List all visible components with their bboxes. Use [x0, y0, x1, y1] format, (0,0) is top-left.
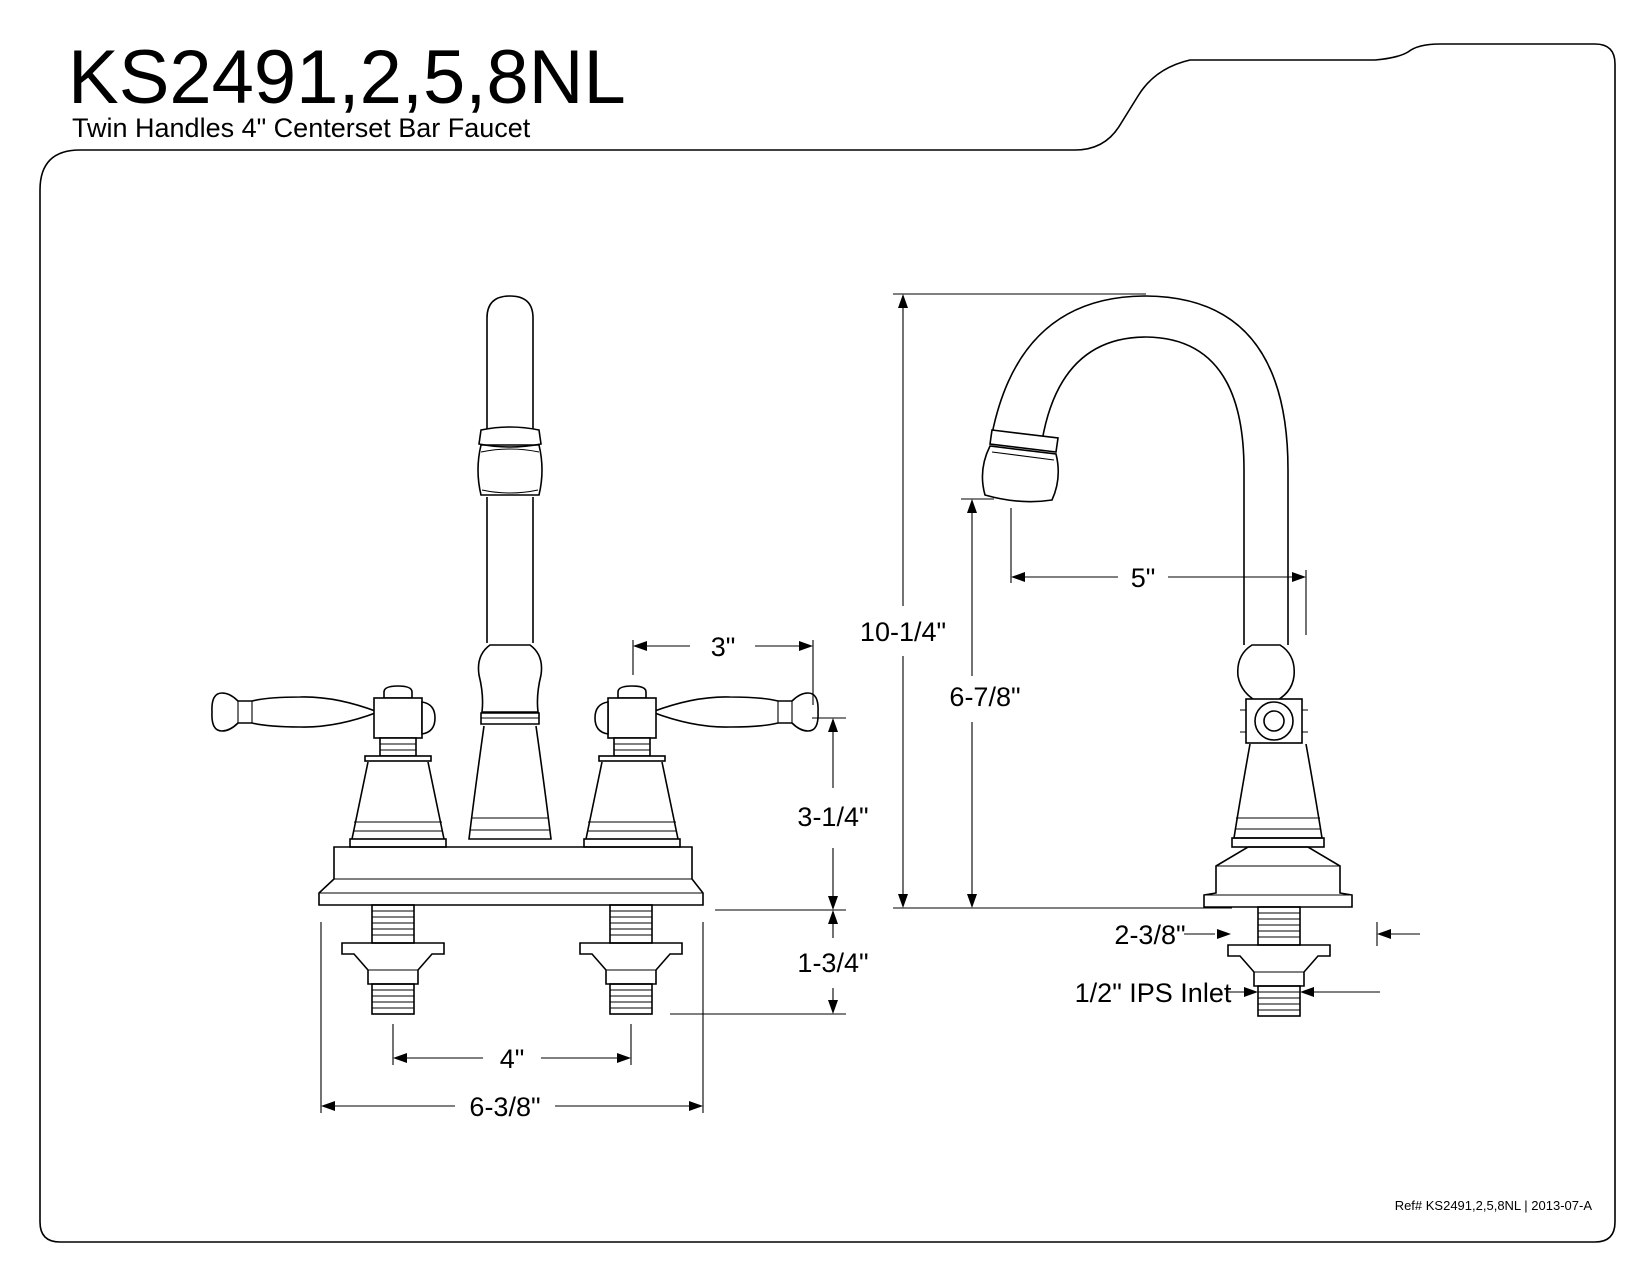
- front-right-shank: [579, 904, 683, 1015]
- dim-center-spacing: 4": [500, 1044, 525, 1074]
- front-left-lever: [211, 692, 381, 732]
- front-spout-bulb: [477, 444, 543, 496]
- side-dimensions: 10-1/4" 6-7/8" 5" 2-3/8" 1/2" IPS Inlet: [860, 293, 1420, 1008]
- dim-handle-offset: 3": [711, 632, 736, 662]
- front-dimensions: 3" 3-1/4" 1-3/4" 4" 6-3/8": [320, 632, 869, 1122]
- front-left-shank: [341, 904, 445, 1015]
- front-deck-plate: [318, 846, 704, 906]
- dim-overall-height: 10-1/4": [860, 617, 946, 647]
- front-right-lever: [649, 692, 819, 732]
- dim-base-diameter: 2-3/8": [1114, 920, 1185, 950]
- side-gooseneck-spout: [991, 295, 1289, 645]
- side-base: [1203, 846, 1353, 908]
- front-right-cap: [617, 685, 647, 699]
- side-body: [1236, 644, 1296, 704]
- front-spout-tube: [486, 295, 534, 435]
- page-subtitle: Twin Handles 4" Centerset Bar Faucet: [72, 113, 531, 143]
- front-center-body: [477, 644, 543, 713]
- front-left-cap: [383, 685, 413, 699]
- side-view: [981, 295, 1353, 1017]
- dim-shank-length: 1-3/4": [797, 948, 868, 978]
- side-shank: [1227, 906, 1331, 1017]
- dim-inlet: 1/2" IPS Inlet: [1075, 978, 1232, 1008]
- page-title: KS2491,2,5,8NL: [68, 35, 626, 120]
- front-view: [211, 295, 819, 1015]
- dim-spout-reach: 5": [1131, 563, 1156, 593]
- dim-spout-clearance: 6-7/8": [949, 682, 1020, 712]
- side-spout-tip: [989, 429, 1059, 453]
- reference-note: Ref# KS2491,2,5,8NL | 2013-07-A: [1395, 1198, 1593, 1213]
- front-spout-collar: [478, 426, 542, 448]
- side-handle-port: [1240, 698, 1308, 744]
- dim-handle-height: 3-1/4": [797, 802, 868, 832]
- dim-overall-width: 6-3/8": [469, 1092, 540, 1122]
- drawing-border: [39, 43, 1616, 1243]
